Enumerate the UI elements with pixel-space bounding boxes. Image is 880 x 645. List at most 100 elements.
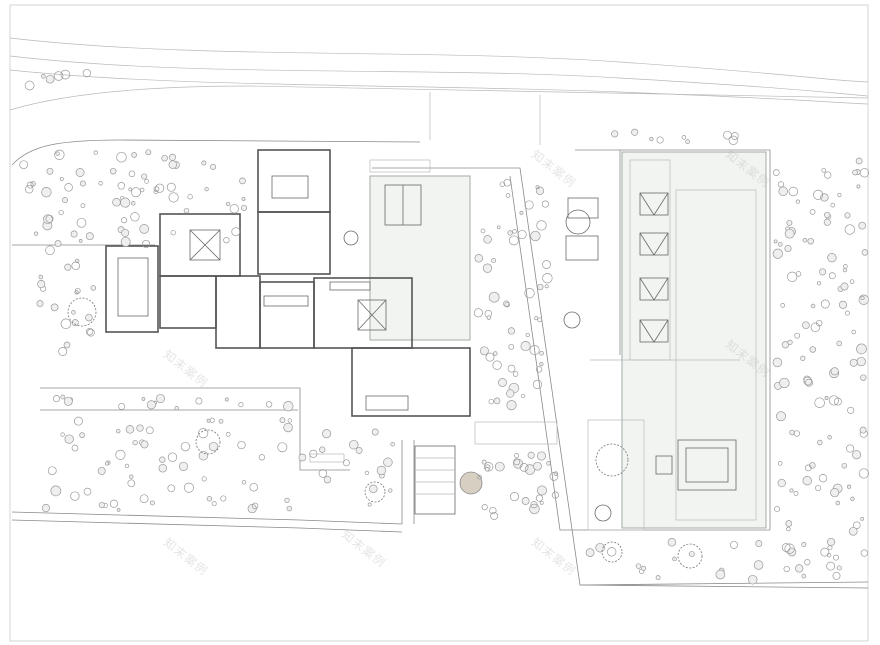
tree-mark	[824, 211, 831, 219]
tree-mark	[551, 491, 559, 499]
tree-mark	[521, 497, 530, 505]
tree-mark	[142, 239, 151, 249]
objects	[343, 197, 645, 531]
tree-mark	[208, 441, 219, 452]
tree-mark	[505, 193, 511, 198]
tree-mark	[74, 287, 81, 294]
tree-mark	[830, 202, 836, 208]
tree-mark	[800, 355, 806, 361]
tree-mark	[755, 540, 763, 548]
tree-mark	[474, 254, 484, 263]
tree-mark	[491, 257, 497, 264]
tree-mark	[484, 467, 490, 472]
pool-loungers	[639, 192, 669, 343]
tree-mark	[784, 543, 795, 554]
tree-mark	[45, 74, 55, 84]
tree-mark	[833, 397, 842, 406]
tree-mark	[777, 241, 783, 247]
tree-mark	[241, 480, 247, 485]
tree-mark	[277, 442, 288, 453]
road-lines	[9, 37, 869, 145]
tree-mark	[777, 461, 783, 466]
tree-mark	[488, 398, 494, 405]
tree-mark	[493, 397, 501, 405]
tree-mark	[537, 317, 543, 323]
tree-mark	[83, 487, 92, 496]
tree-mark	[498, 378, 507, 387]
tree-mark	[64, 263, 72, 271]
tree-mark	[508, 343, 515, 350]
tree-mark	[779, 377, 790, 389]
tree-mark	[54, 240, 62, 248]
tree-mark	[842, 267, 848, 273]
tree-mark	[223, 236, 230, 244]
tree-mark	[145, 426, 154, 435]
tree-mark	[109, 167, 117, 175]
tree-mark	[146, 400, 156, 410]
tree-mark	[168, 160, 178, 169]
tree-mark	[204, 186, 209, 192]
tree-mark	[489, 506, 497, 515]
tree-mark	[826, 561, 836, 571]
tree-mark	[803, 376, 813, 386]
tree-mark	[167, 484, 176, 493]
tree-mark	[97, 466, 106, 475]
tree-mark	[279, 417, 286, 424]
tree-mark	[159, 456, 166, 463]
tree-mark	[63, 396, 73, 406]
tree-mark	[390, 441, 395, 447]
tree-mark	[804, 464, 812, 472]
tree-mark	[804, 559, 811, 566]
tree-mark	[503, 178, 512, 187]
tree-mark	[828, 395, 839, 406]
tree-mark	[787, 271, 798, 282]
tree-mark	[723, 130, 732, 140]
tree-mark	[530, 230, 541, 242]
tree-mark	[58, 347, 68, 356]
tree-mark	[36, 300, 44, 308]
tree-mark	[70, 230, 78, 238]
tree-mark	[249, 482, 259, 492]
tree-mark	[174, 406, 179, 411]
tree-mark	[681, 135, 687, 140]
tree-mark	[774, 506, 781, 513]
tree-mark	[127, 479, 136, 488]
tree-mark	[512, 229, 517, 234]
tree-mark	[283, 422, 293, 433]
tree-mark	[210, 163, 217, 170]
tree-mark	[535, 185, 540, 190]
tree-mark	[52, 395, 61, 403]
tree-mark	[815, 484, 822, 492]
tree-mark	[60, 69, 71, 80]
tree-mark	[535, 186, 545, 195]
tree-mark	[529, 345, 540, 356]
tree-mark	[90, 285, 97, 291]
tree-mark	[685, 139, 690, 144]
tree-mark	[98, 501, 105, 509]
tree-mark	[24, 184, 34, 194]
large-tree-mark	[67, 297, 97, 327]
tree-mark	[827, 537, 836, 547]
tree-mark	[355, 446, 363, 454]
tree-mark	[116, 151, 127, 163]
tree-mark	[367, 502, 372, 507]
tree-mark	[544, 284, 549, 289]
tree-mark	[225, 201, 231, 207]
tree-mark	[85, 232, 94, 241]
tree-mark	[524, 288, 535, 299]
tree-mark	[149, 500, 155, 506]
tree-mark	[45, 214, 54, 223]
tree-mark	[166, 182, 176, 192]
tree-mark	[542, 260, 551, 269]
tree-mark	[520, 341, 531, 352]
tree-mark	[649, 137, 654, 142]
tree-mark	[830, 367, 839, 376]
tree-mark	[852, 450, 862, 460]
tree-mark	[139, 494, 149, 504]
tree-mark	[747, 574, 758, 585]
tree-mark	[667, 538, 677, 547]
tree-mark	[520, 393, 526, 399]
tree-mark	[129, 474, 134, 479]
tree-mark	[525, 332, 530, 338]
tree-mark	[536, 220, 547, 231]
